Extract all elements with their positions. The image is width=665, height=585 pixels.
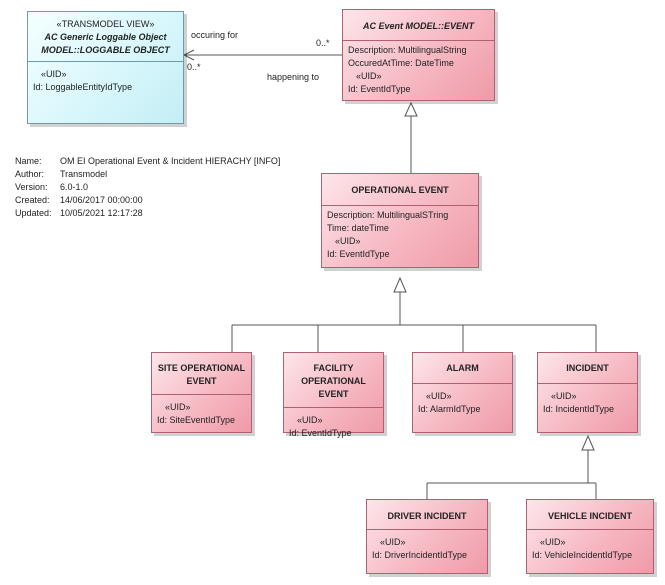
class-event[interactable]: AC Event MODEL::EVENT Description: Multi… — [342, 9, 495, 101]
compartment-separator — [28, 61, 183, 62]
class-header: ALARM — [413, 353, 512, 383]
info-row-name: Name:OM EI Operational Event & Incident … — [15, 156, 281, 166]
uid-stereotype: «UID» — [356, 71, 382, 81]
info-row-updated: Updated:10/05/2021 12:17:28 — [15, 208, 143, 218]
class-incident[interactable]: INCIDENT «UID» Id: IncidentIdType — [537, 352, 638, 433]
uid-stereotype: «UID» — [551, 391, 577, 401]
class-header: INCIDENT — [538, 353, 637, 383]
compartment-separator — [343, 40, 494, 41]
id-attribute: Id: LoggableEntityIdType — [33, 82, 133, 92]
uid-stereotype: «UID» — [540, 537, 566, 547]
class-name: DRIVER INCIDENT — [387, 511, 467, 521]
association-arrowhead — [182, 49, 195, 61]
compartment-separator — [322, 205, 478, 206]
association-label-occuring-for: occuring for — [191, 30, 239, 40]
class-name: AC Event MODEL::EVENT — [362, 21, 474, 31]
uid-stereotype: «UID» — [165, 402, 191, 412]
class-name: AC Generic Loggable Object — [44, 32, 167, 42]
class-header: OPERATIONAL EVENT — [322, 174, 478, 205]
attributes: Description: MultilingualString OccuredA… — [343, 41, 494, 96]
class-header: VEHICLE INCIDENT — [527, 500, 653, 529]
id-attribute: Id: EventIdType — [327, 249, 390, 259]
class-header: «TRANSMODEL VIEW» AC Generic Loggable Ob… — [28, 12, 183, 61]
class-name: ALARM — [446, 363, 479, 373]
class-name-package: MODEL::LOGGABLE OBJECT — [41, 45, 170, 55]
class-site-operational-event[interactable]: SITE OPERATIONAL EVENT «UID» Id: SiteEve… — [151, 352, 252, 433]
attributes: «UID» Id: LoggableEntityIdType — [28, 62, 183, 94]
compartment-separator — [367, 529, 487, 530]
class-name: INCIDENT — [566, 363, 609, 373]
id-attribute: Id: IncidentIdType — [543, 404, 615, 414]
attributes: «UID» Id: SiteEventIdType — [152, 395, 251, 427]
id-attribute: Id: SiteEventIdType — [157, 415, 236, 425]
id-attribute: Id: DriverIncidentIdType — [372, 550, 468, 560]
compartment-separator — [527, 529, 653, 530]
association-label-happening-to: happening to — [267, 72, 320, 82]
compartment-separator — [284, 407, 383, 408]
attribute-description: Description: MultilingualSTring — [327, 210, 449, 220]
generalization-arrow-incident — [581, 434, 595, 451]
info-row-author: Author:Transmodel — [15, 169, 108, 179]
uid-stereotype: «UID» — [41, 69, 67, 79]
compartment-separator — [152, 394, 251, 395]
class-facility-operational-event[interactable]: FACILITY OPERATIONAL EVENT «UID» Id: Eve… — [283, 352, 384, 438]
class-header: DRIVER INCIDENT — [367, 500, 487, 529]
attributes: «UID» Id: EventIdType — [284, 408, 383, 440]
class-name: FACILITY — [313, 363, 354, 373]
class-driver-incident[interactable]: DRIVER INCIDENT «UID» Id: DriverIncident… — [366, 499, 488, 574]
class-name: VEHICLE INCIDENT — [547, 511, 632, 521]
id-attribute: Id: AlarmIdType — [418, 404, 481, 414]
diagram-info: Name:OM EI Operational Event & Incident … — [15, 155, 280, 220]
id-attribute: Id: VehicleIncidentIdType — [532, 550, 633, 560]
id-attribute: Id: EventIdType — [348, 84, 411, 94]
id-attribute: Id: EventIdType — [289, 428, 352, 438]
class-alarm[interactable]: ALARM «UID» Id: AlarmIdType — [412, 352, 513, 433]
uid-stereotype: «UID» — [426, 391, 452, 401]
class-vehicle-incident[interactable]: VEHICLE INCIDENT «UID» Id: VehicleIncide… — [526, 499, 654, 574]
class-name-line2: OPERATIONAL EVENT — [301, 376, 366, 399]
class-header: FACILITY OPERATIONAL EVENT — [284, 353, 383, 407]
attributes: Description: MultilingualSTring Time: da… — [322, 206, 478, 261]
uid-stereotype: «UID» — [297, 415, 323, 425]
uid-stereotype: «UID» — [335, 236, 361, 246]
compartment-separator — [413, 383, 512, 384]
attribute-occured-at-time: OccuredAtTime: DateTime — [348, 58, 454, 68]
stereotype: «TRANSMODEL VIEW» — [56, 19, 155, 29]
class-operational-event[interactable]: OPERATIONAL EVENT Description: Multiling… — [321, 173, 479, 268]
class-header: SITE OPERATIONAL EVENT — [152, 353, 251, 394]
attributes: «UID» Id: DriverIncidentIdType — [367, 530, 487, 562]
class-loggable-object[interactable]: «TRANSMODEL VIEW» AC Generic Loggable Ob… — [27, 11, 184, 124]
uid-stereotype: «UID» — [380, 537, 406, 547]
class-header: AC Event MODEL::EVENT — [343, 10, 494, 40]
attributes: «UID» Id: AlarmIdType — [413, 384, 512, 416]
compartment-separator — [538, 383, 637, 384]
class-name: SITE OPERATIONAL — [157, 363, 246, 373]
attributes: «UID» Id: VehicleIncidentIdType — [527, 530, 653, 562]
info-row-created: Created:14/06/2017 00:00:00 — [15, 195, 143, 205]
association-multiplicity-left: 0..* — [187, 62, 201, 72]
class-name-line2: EVENT — [186, 376, 217, 386]
attribute-description: Description: MultilingualString — [348, 45, 467, 55]
attributes: «UID» Id: IncidentIdType — [538, 384, 637, 416]
association-multiplicity-right: 0..* — [316, 38, 330, 48]
generalization-arrow-event — [404, 101, 418, 117]
class-name: OPERATIONAL EVENT — [351, 185, 449, 195]
generalization-arrow-operational — [393, 276, 407, 293]
attribute-time: Time: dateTime — [327, 223, 389, 233]
info-row-version: Version:6.0-1.0 — [15, 182, 89, 192]
